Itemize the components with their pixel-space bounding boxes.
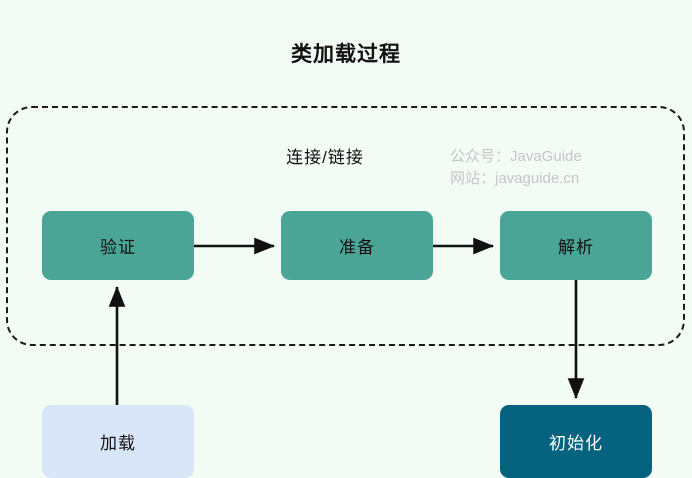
linking-phase-label: 连接/链接 [286,148,364,167]
watermark: 公众号：JavaGuide 网站：javaguide.cn [450,146,582,190]
node-initialize-label: 初始化 [549,434,603,453]
node-initialize[interactable]: 初始化 [500,405,652,478]
watermark-line-1: 公众号：JavaGuide [450,148,582,165]
node-prepare-label: 准备 [339,238,375,257]
page-title: 类加载过程 [291,43,401,66]
node-prepare[interactable]: 准备 [281,211,433,280]
watermark-line-2: 网站：javaguide.cn [450,170,580,187]
node-resolve-label: 解析 [558,238,594,257]
node-verify[interactable]: 验证 [42,211,194,280]
linking-phase-group [6,106,685,346]
node-verify-label: 验证 [100,238,136,257]
node-load[interactable]: 加载 [42,405,194,478]
node-load-label: 加载 [100,434,136,453]
node-resolve[interactable]: 解析 [500,211,652,280]
